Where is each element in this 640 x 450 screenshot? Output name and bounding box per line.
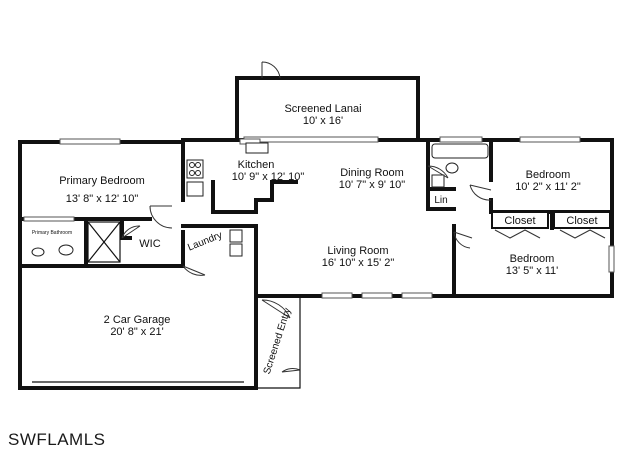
label-primary-bedroom-dims: 13' 8" x 12' 10" <box>66 193 139 205</box>
lanai-wall <box>235 76 420 142</box>
label-garage-name: 2 Car Garage <box>104 314 171 326</box>
primary-sink-icon <box>31 247 45 257</box>
label-screened-entry: Screened Entry <box>262 307 294 376</box>
closet-box-1 <box>491 211 549 229</box>
label-lanai-name: Screened Lanai <box>284 103 361 115</box>
stove-burner-icon <box>189 170 195 176</box>
label-laundry: Laundry <box>186 230 224 254</box>
primary-toilet-icon <box>58 244 74 256</box>
label-bedroom1-dims: 10' 2" x 11' 2" <box>515 181 581 193</box>
washer-icon <box>229 229 243 243</box>
fridge-icon <box>186 181 204 197</box>
bath-fixtures <box>31 143 489 257</box>
windows <box>23 136 615 299</box>
dryer-icon <box>229 243 243 257</box>
kitchen-fixtures <box>186 142 269 197</box>
label-linen: Lin <box>434 195 447 206</box>
window-bedroom2-right <box>608 245 615 273</box>
closet-box-2 <box>553 211 611 229</box>
door-primary-bedroom <box>149 205 173 229</box>
window-bedroom-top <box>519 136 581 143</box>
window-primary-bath <box>23 216 75 222</box>
door-bedroom2 <box>453 231 473 249</box>
window-living-1 <box>321 292 353 299</box>
label-living-dims: 16' 10" x 15' 2" <box>322 257 395 269</box>
label-wic: WIC <box>139 238 160 250</box>
stove-icon <box>186 159 204 179</box>
door-laundry <box>182 265 206 276</box>
label-bedroom2-name: Bedroom <box>510 253 555 265</box>
label-bedroom1-name: Bedroom <box>526 169 571 181</box>
door-bedroom1 <box>469 184 492 201</box>
stove-burner-icon <box>195 162 201 168</box>
door-lanai <box>261 61 281 79</box>
label-primary-bedroom-name: Primary Bedroom <box>59 175 145 187</box>
label-closet-2: Closet <box>566 215 597 227</box>
door-bath <box>427 165 449 179</box>
stove-burner-icon <box>195 170 201 176</box>
room-labels: Screened Lanai 10' x 16' Kitchen 10' 9" … <box>32 103 598 376</box>
door-closet-2 <box>559 229 606 239</box>
vanity-icon <box>431 174 445 188</box>
bath-left-wall <box>426 138 456 211</box>
right-wall <box>452 138 614 298</box>
label-garage-dims: 20' 8" x 21' <box>110 326 163 338</box>
screened-entry-outline <box>256 295 301 389</box>
window-living-2 <box>361 292 393 299</box>
door-entry <box>261 299 291 319</box>
label-closet-1: Closet <box>504 215 535 227</box>
sink-icon <box>245 142 269 154</box>
door-entry-outer <box>281 367 301 373</box>
label-kitchen-dims: 10' 9" x 12' 10" <box>232 171 305 183</box>
label-primary-bathroom: Primary Bathroom <box>32 230 72 236</box>
window-living-3 <box>401 292 433 299</box>
label-dining-name: Dining Room <box>340 167 404 179</box>
label-bedroom2-dims: 13' 5" x 11' <box>506 265 559 277</box>
toilet-icon <box>445 162 459 174</box>
window-lanai <box>243 136 379 143</box>
label-dining-dims: 10' 7" x 9' 10" <box>339 179 406 191</box>
window-bath-top <box>439 136 483 143</box>
kitchen-counter-wall <box>211 180 298 214</box>
label-lanai-dims: 10' x 16' <box>303 115 343 127</box>
label-kitchen-name: Kitchen <box>238 159 275 171</box>
door-closet-1 <box>494 229 541 239</box>
window-primary-bedroom <box>59 138 121 145</box>
doors <box>121 61 606 373</box>
door-wic <box>121 225 141 239</box>
shower-icon <box>87 221 121 263</box>
watermark-logo: SWFLAMLS <box>8 430 106 449</box>
label-living-name: Living Room <box>327 245 388 257</box>
bathtub-icon <box>431 143 489 159</box>
stove-burner-icon <box>189 162 195 168</box>
